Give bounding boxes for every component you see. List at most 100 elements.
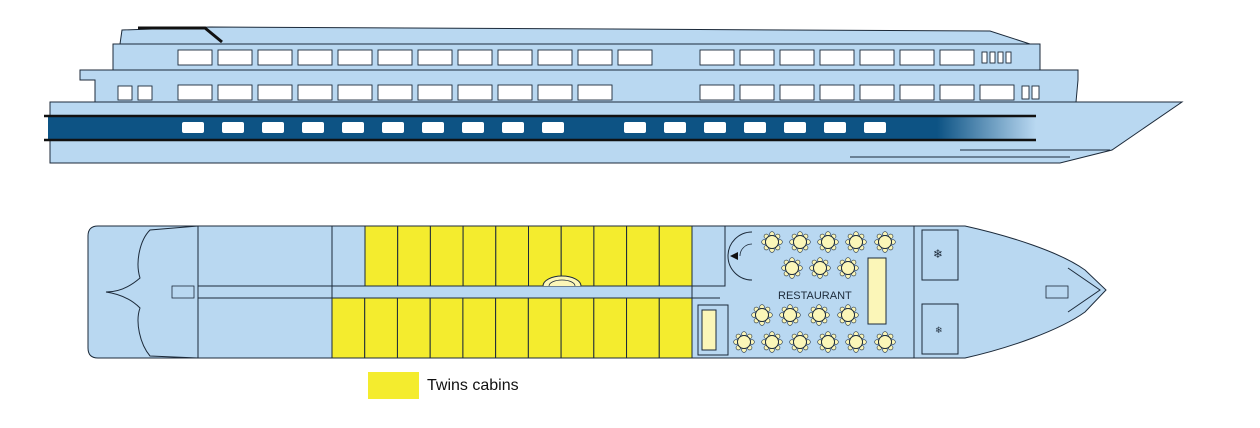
side-window xyxy=(1031,85,1040,100)
porthole xyxy=(864,122,886,133)
round-table xyxy=(779,304,801,326)
round-table xyxy=(751,304,773,326)
round-table xyxy=(789,331,811,353)
side-window xyxy=(297,84,333,101)
buffet-table xyxy=(701,309,717,351)
side-window xyxy=(257,84,293,101)
side-window xyxy=(417,84,453,101)
side-windows xyxy=(117,49,1040,133)
mast-rail xyxy=(138,26,223,44)
porthole xyxy=(824,122,846,133)
bow-stairs xyxy=(1045,285,1069,299)
twin-cabin xyxy=(658,297,693,359)
porthole xyxy=(262,122,284,133)
snowflake-icon: ❄ xyxy=(933,247,943,261)
twin-cabins-top xyxy=(364,225,693,287)
porthole xyxy=(382,122,404,133)
side-window xyxy=(577,84,613,101)
side-window xyxy=(537,84,573,101)
side-window xyxy=(939,84,975,101)
twin-cabin xyxy=(429,225,464,287)
twin-cabin xyxy=(396,297,431,359)
legend-label: Twins cabins xyxy=(427,376,519,394)
side-window xyxy=(257,49,293,66)
twin-cabin xyxy=(495,297,529,359)
stern-stairs xyxy=(171,285,195,299)
round-table xyxy=(817,231,839,253)
round-table xyxy=(808,304,830,326)
side-window xyxy=(297,49,333,66)
side-window xyxy=(337,49,373,66)
twin-cabin xyxy=(528,225,562,287)
side-window xyxy=(779,84,815,101)
long-table xyxy=(867,257,887,325)
round-table xyxy=(761,331,783,353)
side-window xyxy=(577,49,613,66)
twin-cabin xyxy=(495,225,529,287)
restaurant-spiral-stairs xyxy=(727,231,753,281)
round-tables xyxy=(733,231,896,353)
porthole xyxy=(222,122,244,133)
twin-cabin xyxy=(331,297,366,359)
side-window xyxy=(819,84,855,101)
twin-cabin xyxy=(527,297,562,359)
side-window xyxy=(997,51,1004,64)
side-window xyxy=(457,49,493,66)
stair-room xyxy=(691,225,726,287)
round-table xyxy=(837,304,859,326)
side-window xyxy=(137,85,153,101)
porthole xyxy=(664,122,686,133)
side-window xyxy=(497,84,533,101)
side-window xyxy=(859,49,895,66)
central-stairs xyxy=(542,275,582,287)
round-table xyxy=(845,331,867,353)
round-table xyxy=(809,257,831,279)
side-window xyxy=(779,49,815,66)
side-window xyxy=(117,85,133,101)
side-window xyxy=(377,84,413,101)
round-table xyxy=(874,331,896,353)
stern-curve xyxy=(105,225,199,359)
porthole xyxy=(462,122,484,133)
twin-cabin xyxy=(364,225,399,287)
side-window xyxy=(819,49,855,66)
porthole xyxy=(624,122,646,133)
snowflake-icon: ❄ xyxy=(935,326,943,336)
round-table xyxy=(789,231,811,253)
side-window xyxy=(739,84,775,101)
side-window xyxy=(617,49,653,66)
porthole xyxy=(502,122,524,133)
side-window xyxy=(981,51,988,64)
side-window xyxy=(417,49,453,66)
side-window xyxy=(899,84,935,101)
deck-plan: RESTAURANT ❄ ❄ xyxy=(87,225,1107,359)
side-window xyxy=(1021,85,1030,100)
round-table xyxy=(733,331,755,353)
side-window xyxy=(859,84,895,101)
side-window xyxy=(1005,51,1012,64)
side-window xyxy=(217,49,253,66)
twin-cabin xyxy=(626,225,660,287)
round-table xyxy=(781,257,803,279)
twin-cabin xyxy=(593,297,628,359)
twin-cabin xyxy=(626,297,660,359)
side-window xyxy=(337,84,373,101)
twin-cabin xyxy=(593,225,628,287)
cold-room-2 xyxy=(921,303,959,355)
bow-tip xyxy=(1067,267,1101,313)
side-window xyxy=(989,51,996,64)
sun-deck-roof xyxy=(119,26,1031,45)
side-window xyxy=(899,49,935,66)
twin-cabin xyxy=(462,225,497,287)
porthole xyxy=(302,122,324,133)
side-window xyxy=(939,49,975,66)
porthole xyxy=(422,122,444,133)
round-table xyxy=(817,331,839,353)
round-table xyxy=(761,231,783,253)
side-window xyxy=(699,49,735,66)
restaurant-label: RESTAURANT xyxy=(778,290,852,302)
side-window xyxy=(739,49,775,66)
porthole xyxy=(342,122,364,133)
side-window xyxy=(457,84,493,101)
